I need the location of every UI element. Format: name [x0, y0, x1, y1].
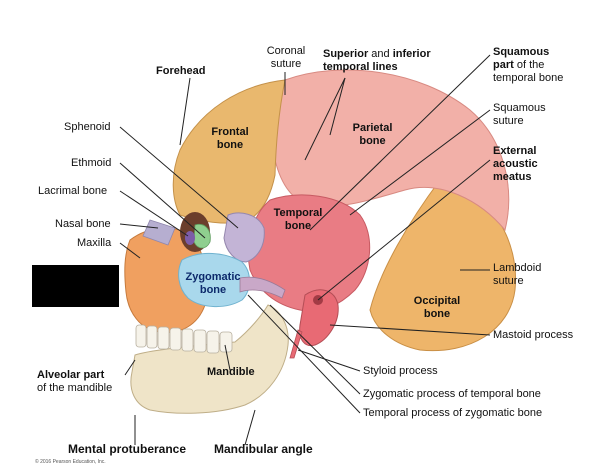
bone-name-occipital: Occipital bone [413, 295, 461, 320]
label-temporal-process-zygomatic: Temporal process of zygomatic bone [363, 407, 543, 419]
label-squamous-suture: Squamous suture [493, 102, 546, 127]
redacted-label-box [32, 265, 119, 307]
zygomatic-bone-region [178, 252, 250, 307]
styloid-process-shape [289, 329, 303, 359]
label-mental-protuberance: Mental protuberance [68, 442, 187, 456]
label-forehead: Forehead [156, 65, 206, 77]
label-external-acoustic-meatus: External acoustic meatus [493, 145, 538, 183]
external-acoustic-meatus-shape [299, 289, 339, 347]
label-maxilla: Maxilla [77, 237, 112, 249]
leader-lines [119, 54, 491, 446]
label-styloid-process: Styloid process [363, 365, 438, 377]
bone-name-parietal: Parietal bone [352, 122, 393, 147]
lacrimal-bone-region [185, 231, 195, 245]
label-nasal-bone: Nasal bone [55, 218, 111, 230]
occipital-bone-region [369, 179, 517, 352]
label-squamous-part: Squamous part of the temporal bone [493, 46, 564, 84]
label-sphenoid: Sphenoid [64, 121, 111, 133]
label-ethmoid: Ethmoid [71, 157, 112, 169]
label-alveolar-part: Alveolar part of the mandible [37, 369, 113, 394]
label-lambdoid-suture: Lambdoid suture [493, 262, 542, 287]
bone-name-temporal: Temporal bone [273, 207, 323, 232]
zygomatic-arch-shape [239, 276, 286, 299]
bone-name-frontal: Frontal bone [211, 126, 249, 151]
label-zygomatic-process-temporal: Zygomatic process of temporal bone [363, 388, 541, 400]
label-coronal-suture: Coronal suture [266, 45, 306, 70]
teeth-row [135, 324, 233, 354]
label-mandibular-angle: Mandibular angle [214, 442, 313, 456]
label-lacrimal-bone: Lacrimal bone [38, 185, 108, 197]
label-mastoid-process: Mastoid process [493, 329, 574, 341]
ethmoid-bone-region [193, 223, 211, 249]
label-temporal-lines: Superior and inferior temporal lines [323, 48, 431, 73]
copyright-credit: © 2016 Pearson Education, Inc. [35, 459, 106, 465]
nasal-bone-region [142, 219, 176, 246]
bone-name-mandible: Mandible [207, 366, 255, 378]
bone-name-zygomatic: Zygomatic bone [185, 271, 241, 296]
